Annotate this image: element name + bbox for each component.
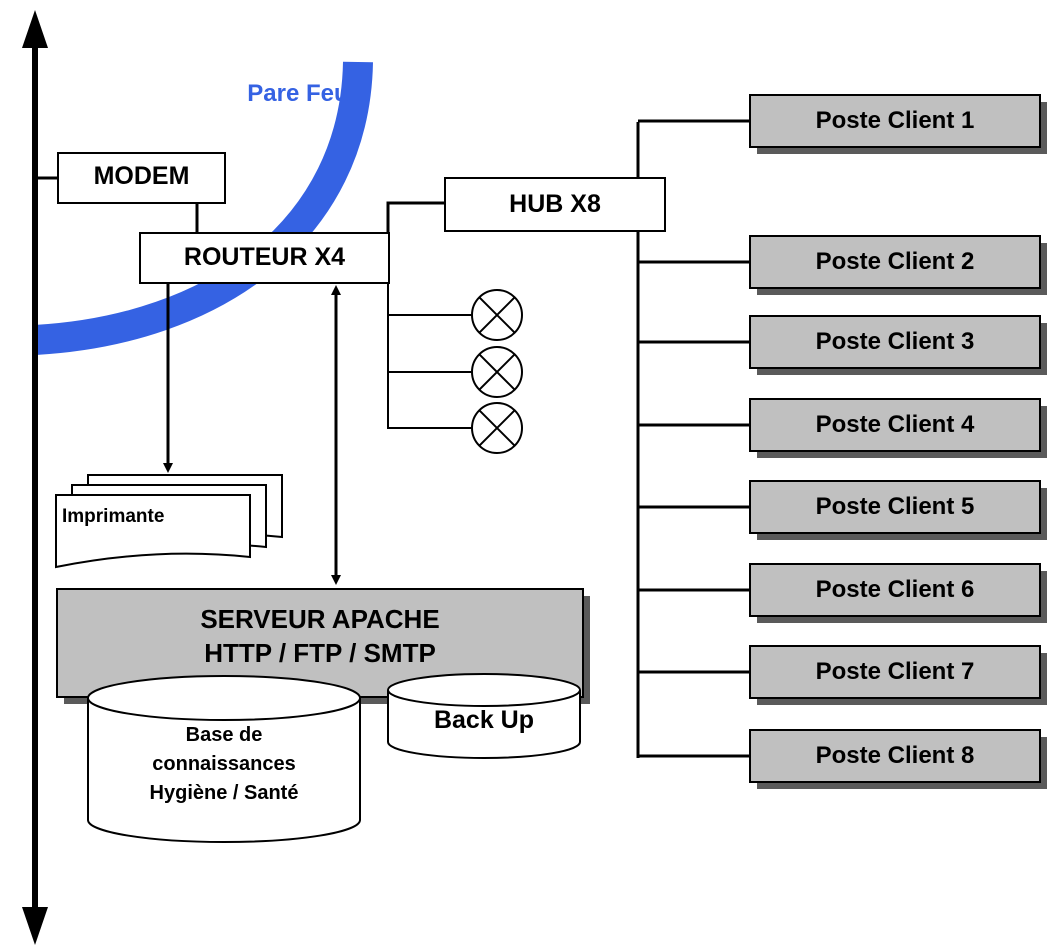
client-box-5 — [749, 480, 1041, 534]
knowledge-base-line3: Hygiène / Santé — [149, 782, 299, 804]
unused-port-icon — [471, 346, 523, 398]
router-ports — [471, 289, 523, 454]
client-label-3: Poste Client 3 — [815, 328, 975, 355]
client-label-8: Poste Client 8 — [815, 742, 975, 769]
client-box-4 — [749, 398, 1041, 452]
client-label-2: Poste Client 2 — [815, 248, 975, 275]
client-boxes — [749, 94, 1047, 789]
printer-icon — [55, 474, 283, 569]
backup-label: Back Up — [433, 706, 535, 734]
client-label-7: Poste Client 7 — [815, 658, 975, 685]
client-label-6: Poste Client 6 — [815, 576, 975, 603]
hub-box — [444, 177, 666, 232]
client-box-2 — [749, 235, 1041, 289]
client-label-5: Poste Client 5 — [815, 493, 975, 520]
knowledge-base-line1: Base de — [185, 724, 263, 746]
client-box-8 — [749, 729, 1041, 783]
client-label-4: Poste Client 4 — [815, 411, 975, 438]
printer-label: Imprimante — [62, 506, 165, 527]
router-port-link — [387, 282, 472, 429]
router-hub-link — [386, 201, 445, 245]
unused-port-icon — [471, 289, 523, 341]
modem-label: MODEM — [93, 162, 190, 190]
router-box — [139, 232, 390, 284]
client-box-1 — [749, 94, 1041, 148]
client-label-1: Poste Client 1 — [815, 107, 975, 134]
client-branches — [638, 119, 750, 758]
router-label: ROUTEUR X4 — [183, 243, 346, 271]
client-box-3 — [749, 315, 1041, 369]
server-protocols: HTTP / FTP / SMTP — [204, 638, 436, 668]
backbone-arrow — [22, 10, 48, 945]
client-box-7 — [749, 645, 1041, 699]
firewall-label: Pare Feu — [247, 80, 349, 107]
unused-port-icon — [471, 402, 523, 454]
hub-label: HUB X8 — [509, 190, 601, 218]
server-title: SERVEUR APACHE — [200, 604, 440, 634]
modem-box — [57, 152, 226, 204]
backup-cylinder — [387, 673, 581, 759]
client-box-6 — [749, 563, 1041, 617]
knowledge-base-line2: connaissances — [152, 753, 296, 775]
knowledge-base-cylinder — [87, 675, 361, 843]
